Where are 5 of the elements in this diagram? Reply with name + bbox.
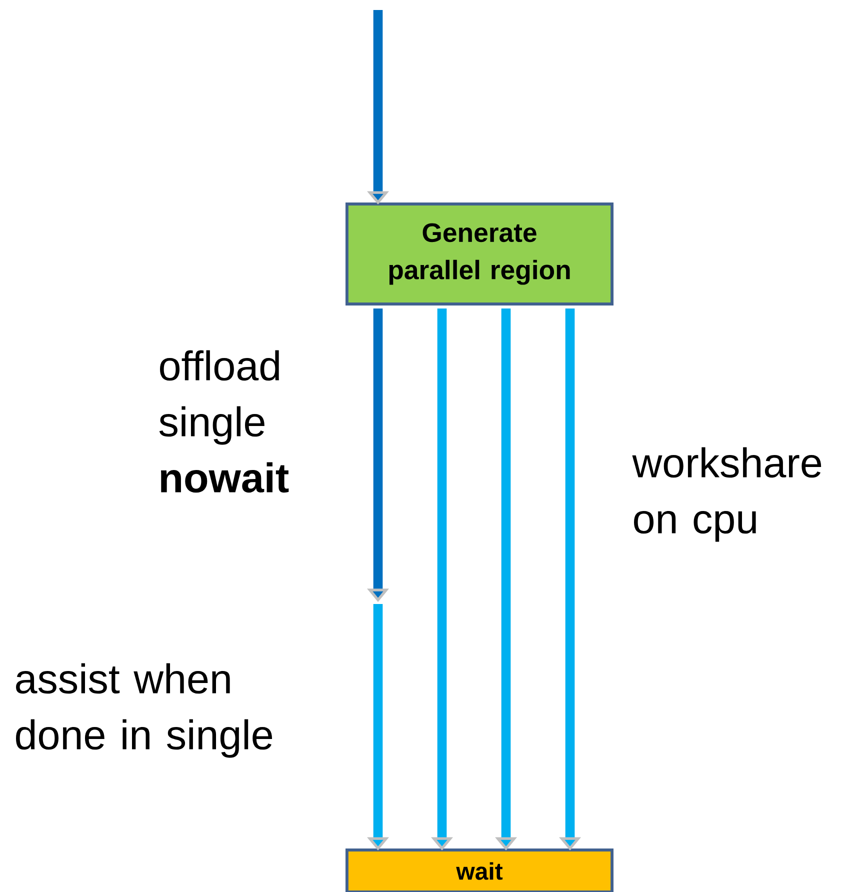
label-text: assist when done in single xyxy=(16,663,272,758)
label-text: offload single nowait xyxy=(159,350,289,493)
process-box: Generate parallel region xyxy=(346,202,614,306)
process-box: wait xyxy=(346,848,614,892)
label-text: workshare on cpu xyxy=(632,447,822,542)
